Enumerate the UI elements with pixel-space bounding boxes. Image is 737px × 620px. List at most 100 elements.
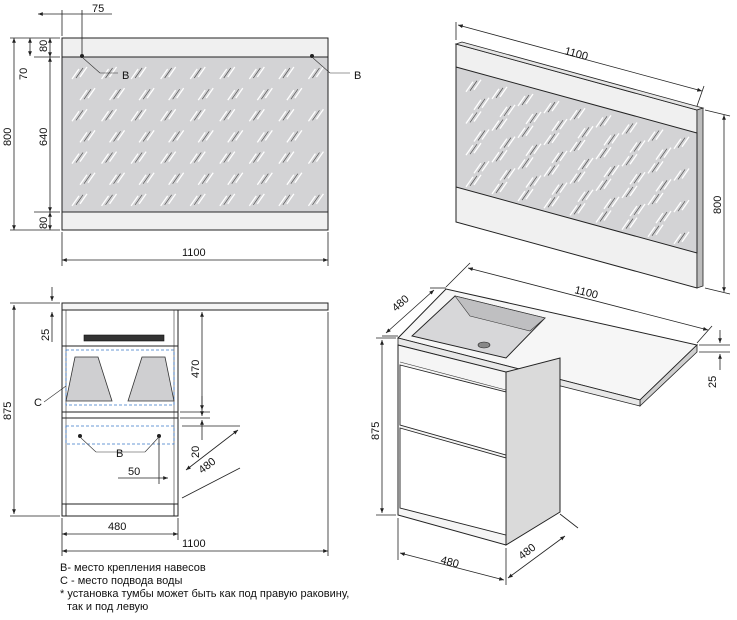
reflection-streak <box>286 193 295 205</box>
reflection-streak <box>663 210 672 222</box>
reflection-streak <box>138 174 147 186</box>
reflection-streak <box>290 131 299 142</box>
reflection-streak <box>253 152 261 163</box>
reflection-streak <box>168 108 177 120</box>
reflection-streak <box>477 130 486 141</box>
reflection-streak <box>603 166 612 178</box>
reflection-streak <box>659 148 668 159</box>
drawer-iso-lower <box>399 427 507 536</box>
reflection-streak <box>555 151 564 163</box>
reflection-streak <box>193 67 202 79</box>
reflection-streak <box>109 108 118 120</box>
reflection-streak <box>109 151 118 162</box>
reflection-streak <box>525 157 534 168</box>
reflection-streak <box>134 152 143 163</box>
reflection-streak <box>481 129 490 140</box>
reflection-streak <box>235 87 244 99</box>
reflection-streak <box>655 212 664 224</box>
reflection-streak <box>138 66 147 78</box>
reflection-streak <box>633 141 642 152</box>
reflection-streak <box>555 183 564 194</box>
reflection-streak <box>223 110 232 121</box>
reflection-streak <box>473 99 482 111</box>
reflection-streak <box>525 177 534 188</box>
reflection-streak <box>603 135 612 146</box>
reflection-streak <box>294 87 303 99</box>
upper-drawer-front <box>61 345 179 413</box>
reflection-streak <box>261 88 269 100</box>
reflection-streak <box>677 232 686 244</box>
reflection-streak <box>547 101 556 113</box>
reflection-streak <box>197 89 206 101</box>
reflection-streak <box>599 179 608 190</box>
reflection-streak <box>71 195 80 207</box>
reflection-streak <box>248 153 257 164</box>
reflection-streak <box>499 149 508 161</box>
reflection-streak <box>551 100 560 112</box>
reflection-streak <box>307 153 316 164</box>
reflection-streak <box>83 88 92 100</box>
reflection-streak <box>205 87 214 99</box>
reflection-streak <box>160 110 169 122</box>
reflection-streak <box>633 173 642 184</box>
reflection-streak <box>655 192 664 204</box>
reflection-streak <box>651 130 660 141</box>
reflection-streak <box>294 130 303 141</box>
reflection-streak <box>491 120 500 131</box>
reflection-streak <box>130 153 139 164</box>
reflection-streak <box>201 173 210 184</box>
reflection-streak <box>569 141 578 153</box>
reflection-streak <box>611 196 620 208</box>
reflection-streak <box>517 95 526 107</box>
reflection-streak <box>130 68 139 80</box>
reflection-streak <box>142 173 151 184</box>
reflection-streak <box>499 169 508 181</box>
reflection-streak <box>113 173 121 184</box>
reflection-streak <box>469 175 478 187</box>
reflection-streak <box>231 173 240 184</box>
reflection-streak <box>629 205 638 217</box>
reflection-streak <box>307 110 316 122</box>
reflection-streak <box>517 190 526 202</box>
mirror-front-view: B B 75 80 70 800 640 80 1100 <box>2 3 361 266</box>
reflection-streak <box>465 113 474 124</box>
reflection-streak <box>164 152 172 163</box>
reflection-streak <box>219 195 228 207</box>
reflection-streak <box>101 195 110 207</box>
reflection-streak <box>130 110 139 122</box>
reflection-streak <box>577 203 586 214</box>
dim-cabinet-width-480: 480 <box>108 521 126 533</box>
reflection-streak <box>581 190 590 201</box>
dim-iso-bottom-width-480: 480 <box>439 554 460 570</box>
reflection-streak <box>521 94 530 106</box>
reflection-streak <box>629 217 638 228</box>
reflection-streak <box>278 153 287 164</box>
reflection-streak <box>172 131 180 142</box>
reflection-streak <box>499 106 508 118</box>
reflection-streak <box>71 110 80 122</box>
reflection-streak <box>647 162 656 174</box>
reflection-streak <box>499 181 508 193</box>
reflection-streak <box>681 168 690 179</box>
reflection-streak <box>261 173 269 184</box>
reflection-streak <box>79 66 88 78</box>
reflection-streak <box>521 126 530 137</box>
dim-upper-drawer-470: 470 <box>190 360 202 378</box>
reflection-streak <box>611 133 620 144</box>
dim-total-width-1100: 1100 <box>182 538 206 550</box>
cabinet-body-front <box>61 309 179 517</box>
reflection-streak <box>109 66 118 78</box>
reflection-streak <box>621 219 630 230</box>
reflection-streak <box>312 194 320 206</box>
reflection-streak <box>256 108 265 120</box>
reflection-streak <box>521 189 530 201</box>
reflection-streak <box>227 66 236 78</box>
mirror-glass <box>61 56 329 213</box>
reflection-streak <box>477 98 486 109</box>
reflection-streak <box>223 194 232 206</box>
reflection-streak <box>138 108 147 120</box>
reflection-streak <box>142 131 151 142</box>
reflection-streak <box>607 197 616 209</box>
reflection-streak <box>227 132 236 143</box>
sink-bowl-left <box>65 356 113 402</box>
